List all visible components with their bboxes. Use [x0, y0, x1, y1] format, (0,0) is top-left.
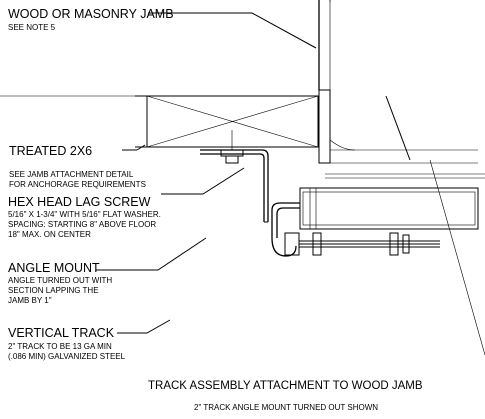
lag-title: HEX HEAD LAG SCREW	[8, 195, 151, 209]
jamb-note: SEE NOTE 5	[8, 23, 56, 32]
callout-lag-screw: HEX HEAD LAG SCREW 5/16" X 1-3/4" WITH 5…	[8, 195, 161, 239]
lag-screw	[220, 130, 244, 164]
roller-carrier	[299, 187, 479, 230]
detail-line1: SEE JAMB ATTACHMENT DETAIL	[9, 170, 134, 179]
angle-line1: ANGLE TURNED OUT WITH	[8, 276, 112, 285]
callout-treated: TREATED 2X6	[9, 144, 92, 158]
track-line2: (.086 MIN) GALVANIZED STEEL	[8, 352, 126, 361]
callout-jamb: WOOD OR MASONRY JAMB SEE NOTE 5	[8, 7, 174, 32]
lag-line3: 18" MAX. ON CENTER	[8, 230, 91, 239]
caption-subtitle: 2" TRACK ANGLE MOUNT TURNED OUT SHOWN	[194, 403, 378, 412]
treated-2x6-block	[135, 95, 319, 148]
vertical-track	[271, 202, 440, 257]
lag-line1: 5/16" X 1-3/4" WITH 5/16" FLAT WASHER.	[8, 210, 161, 219]
angle-mount	[200, 149, 269, 223]
callout-vertical-track: VERTICAL TRACK 2" TRACK TO BE 13 GA MIN …	[8, 326, 126, 361]
callout-detail: SEE JAMB ATTACHMENT DETAIL FOR ANCHORAGE…	[9, 170, 146, 189]
caption-title: TRACK ASSEMBLY ATTACHMENT TO WOOD JAMB	[148, 380, 423, 392]
jamb-title: WOOD OR MASONRY JAMB	[8, 7, 174, 21]
caption: TRACK ASSEMBLY ATTACHMENT TO WOOD JAMB 2…	[148, 380, 423, 412]
angle-line3: JAMB BY 1"	[8, 296, 52, 305]
lag-line2: SPACING: STARTING 8" ABOVE FLOOR	[8, 220, 156, 229]
track-line1: 2" TRACK TO BE 13 GA MIN	[8, 342, 112, 351]
detail-line2: FOR ANCHORAGE REQUIREMENTS	[9, 180, 146, 189]
callout-angle-mount: ANGLE MOUNT ANGLE TURNED OUT WITH SECTIO…	[8, 261, 112, 305]
leader-lines	[96, 12, 317, 334]
track-title: VERTICAL TRACK	[8, 326, 115, 340]
angle-line2: SECTION LAPPING THE	[8, 286, 99, 295]
treated-title: TREATED 2X6	[9, 144, 92, 158]
angle-title: ANGLE MOUNT	[8, 261, 100, 275]
door-section	[318, 0, 485, 356]
